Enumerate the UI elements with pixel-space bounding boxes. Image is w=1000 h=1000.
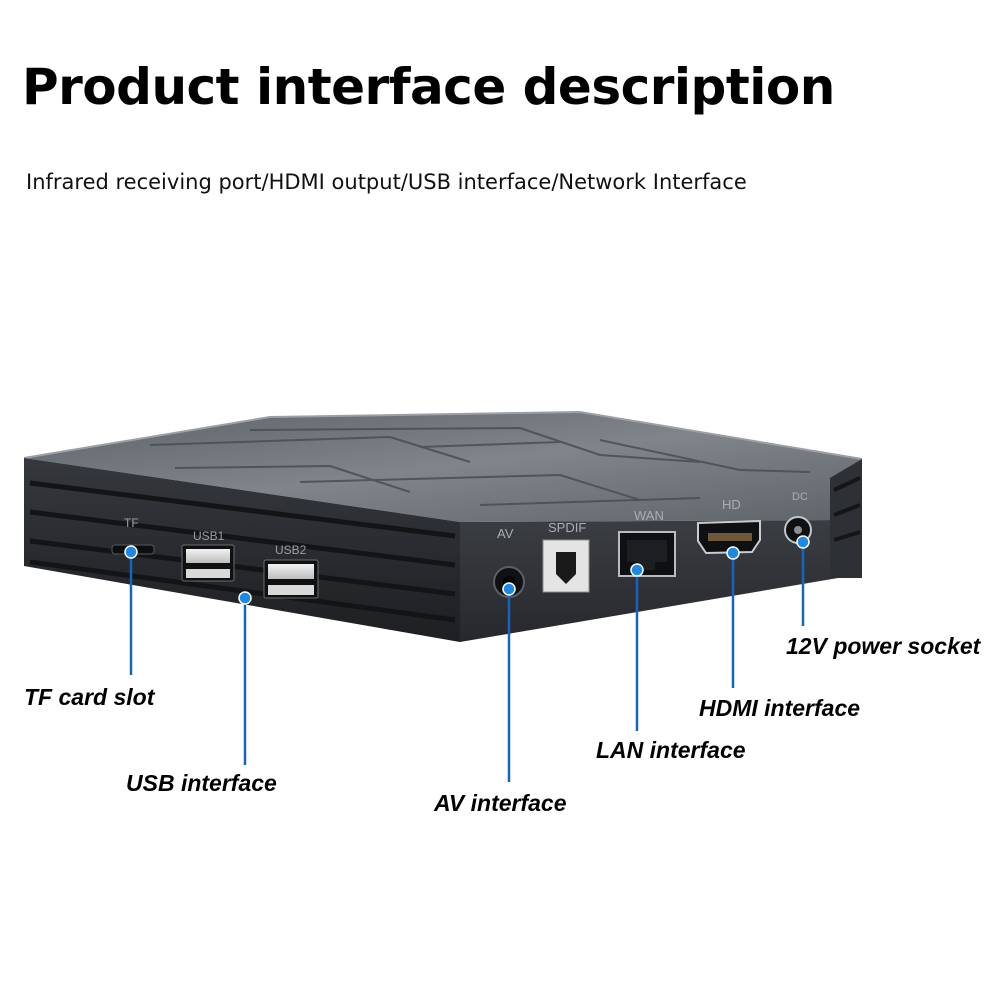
spdif-port xyxy=(542,539,590,593)
callout-leader-lines xyxy=(129,542,805,782)
page-title: Product interface description xyxy=(22,58,835,116)
usb1-port-label: USB1 xyxy=(193,529,225,543)
usb2-port xyxy=(263,559,319,599)
dc-port-label: DC xyxy=(792,491,808,503)
device-top-surface xyxy=(24,412,862,522)
top-groove-pattern xyxy=(149,426,811,506)
vent-slats-left xyxy=(29,480,456,623)
device-left-side xyxy=(24,458,460,642)
hdmi-port xyxy=(697,519,761,555)
callout-leader-dots xyxy=(124,535,810,605)
hd-port-label: HD xyxy=(722,497,741,512)
spdif-port-label: SPDIF xyxy=(548,520,586,535)
device-right-end xyxy=(830,459,862,578)
callout-av-interface: AV interface xyxy=(434,790,567,816)
callout-hdmi-interface: HDMI interface xyxy=(699,695,861,721)
callout-lan-interface: LAN interface xyxy=(596,737,746,763)
page-subtitle: Infrared receiving port/HDMI output/USB … xyxy=(26,170,747,194)
wan-port-label: WAN xyxy=(634,508,664,523)
av-port-label: AV xyxy=(497,526,514,541)
usb1-port xyxy=(181,544,235,582)
usb2-port-label: USB2 xyxy=(275,543,307,557)
callout-tf-card-slot: TF card slot xyxy=(24,684,155,710)
tf-port-label: TF xyxy=(124,516,139,530)
callout-power-socket: 12V power socket xyxy=(786,633,981,659)
callout-usb-interface: USB interface xyxy=(126,770,277,796)
wan-port xyxy=(618,531,676,577)
